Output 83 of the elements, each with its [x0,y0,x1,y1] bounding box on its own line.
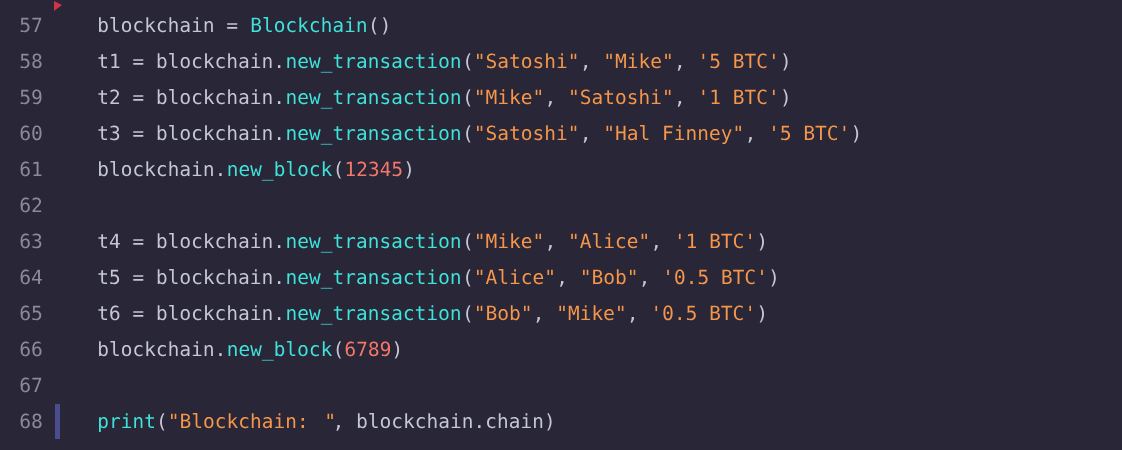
code-text: t5 = blockchain. [98,269,281,285]
string-literal: '0.5 BTC' [655,305,751,321]
line-number: 57 [20,17,42,33]
code-text: , [677,101,682,107]
code-text: blockchain. [99,161,222,177]
code-text: blockchain. [99,341,222,357]
string-literal: '1 BTC' [678,233,751,249]
string-literal: "Hal Finney" [606,125,741,145]
code-text: , [630,317,634,323]
line-number: 62 [20,197,42,213]
string-literal: "Bob" [583,269,636,285]
function-name: new_transaction [287,305,460,325]
function-name: new_transaction [287,233,460,253]
code-text: t6 = blockchain. [98,305,281,321]
function-name: print [99,413,154,433]
code-text: blockchain = [99,17,238,33]
string-literal: "Mike" [606,53,671,69]
code-text: , [654,245,658,251]
code-text: , [748,137,752,143]
code-text: () [371,17,388,35]
function-name: new_transaction [287,269,460,289]
function-name: new_block [228,161,333,181]
function-name: Blockchain [251,17,366,33]
line-number: 59 [20,89,42,105]
code-text: , [536,317,540,323]
string-literal: "Blockchain: " [171,413,333,429]
code-text: t1 = blockchain. [98,53,281,69]
code-text: ) [759,233,764,251]
line-number: 63 [20,233,42,249]
string-literal: "Mike" [477,233,541,249]
string-literal: "Alice" [477,269,553,285]
code-text: , [677,65,682,71]
string-literal: "Bob" [477,305,530,321]
code-text: ) [759,305,764,323]
code-text: ) [406,161,411,179]
string-literal: "Mike" [559,305,624,321]
function-name: new_transaction [287,125,460,145]
line-number: 65 [20,305,42,321]
line-number: 60 [20,125,42,141]
code-text: , [560,281,564,287]
string-literal: '5 BTC' [702,53,775,69]
string-literal: "Alice" [571,233,647,249]
string-literal: "Satoshi" [477,53,577,69]
code-text: ( [466,125,471,143]
code-text: ( [466,53,471,71]
code-text: ( [466,305,471,323]
line-number: 68 [20,413,42,429]
line-number: 61 [20,161,42,177]
code-text: , [583,65,587,71]
code-text: ) [783,89,788,107]
number-literal: 12345 [346,161,402,177]
string-literal: "Mike" [477,89,541,105]
string-literal: '5 BTC' [773,125,846,141]
string-literal: "Satoshi" [571,89,671,105]
code-text: t3 = blockchain. [98,125,281,141]
line-number: 64 [20,269,42,285]
code-text: ) [853,125,859,143]
code-text: , [548,245,552,251]
code-text: ( [466,269,471,287]
code-text: t2 = blockchain. [98,89,281,105]
function-name: new_transaction [287,89,460,109]
code-text: ( [466,89,471,107]
line-number: 66 [20,341,42,357]
code-text: ( [160,413,165,431]
code-text: ( [466,233,471,251]
function-name: new_block [228,341,333,361]
function-name: new_transaction [287,53,460,73]
code-text: t4 = blockchain. [98,233,281,249]
code-text: , blockchain.chain) [336,413,552,431]
line-number: 58 [20,53,42,69]
code-text: ) [783,53,788,71]
code-text: ( [336,161,342,179]
number-literal: 6789 [345,341,391,357]
string-literal: '0.5 BTC' [667,269,763,285]
line-number: 67 [20,377,42,393]
code-text: , [548,101,552,107]
code-text: ( [336,341,342,359]
code-text: ) [394,341,400,359]
code-text: , [583,137,587,143]
string-literal: "Satoshi" [477,125,577,141]
string-literal: '1 BTC' [702,89,775,105]
code-text: , [642,281,646,287]
code-text: ) [771,269,776,287]
